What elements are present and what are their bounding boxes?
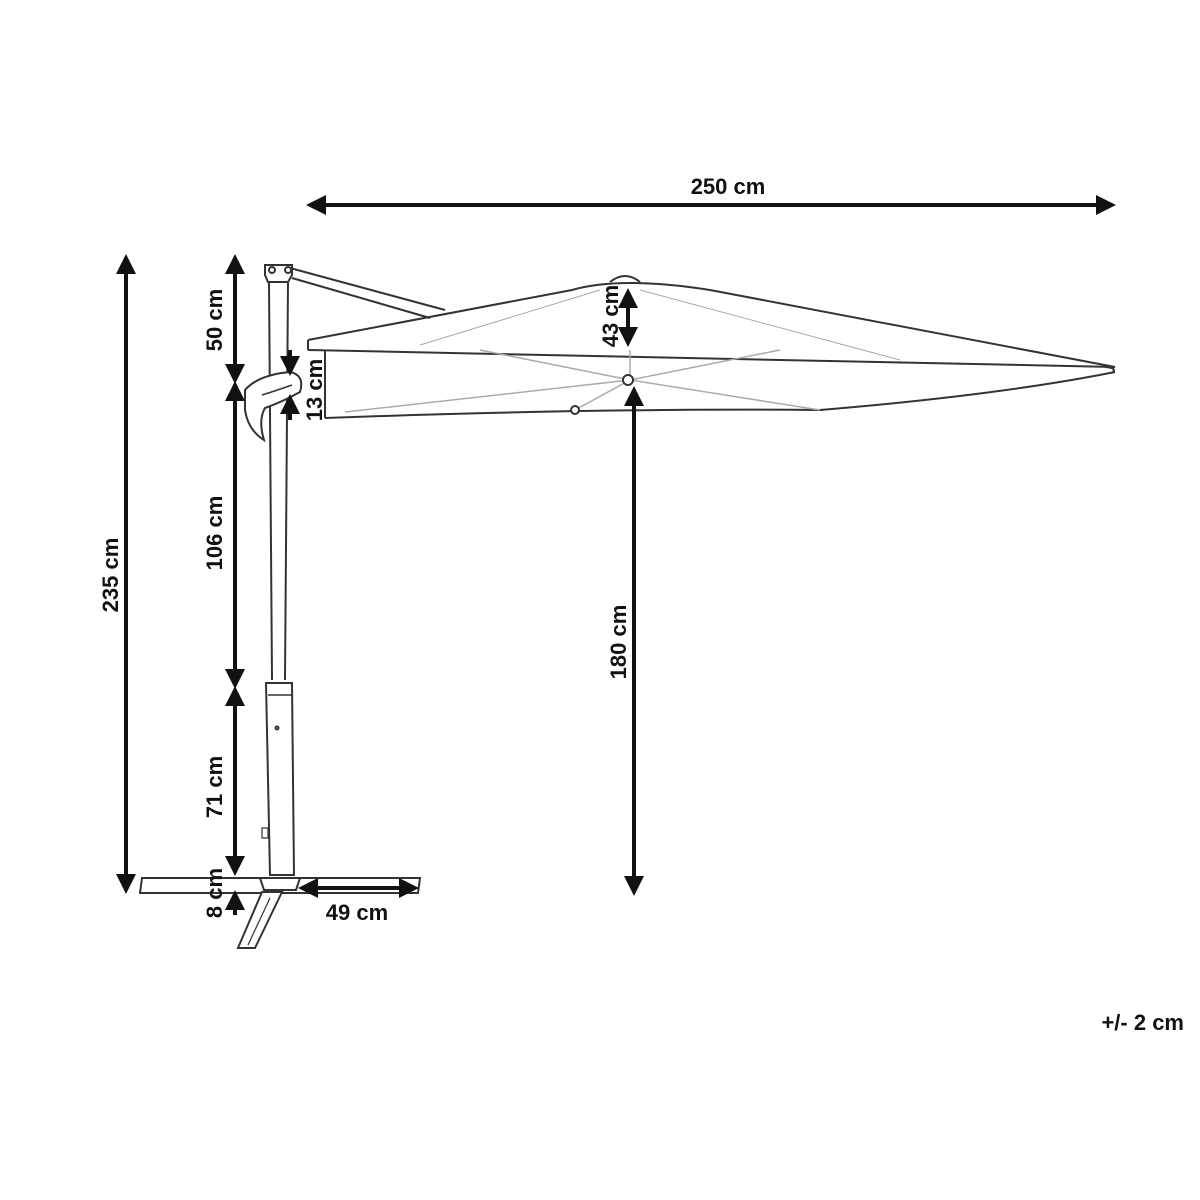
- tolerance-note: +/- 2 cm: [1101, 1010, 1184, 1035]
- top-section-label: 50 cm: [202, 289, 227, 351]
- pole: [244, 264, 446, 876]
- middle-section-label: 106 cm: [202, 496, 227, 571]
- lower-section-label: 71 cm: [202, 756, 227, 818]
- base-arm-label: 49 cm: [326, 900, 388, 925]
- total-height-label: 235 cm: [98, 538, 123, 613]
- crank-offset-label: 13 cm: [302, 359, 327, 421]
- base-height-label: 8 cm: [202, 868, 227, 918]
- canopy: [307, 275, 1116, 419]
- clearance-height-label: 180 cm: [606, 605, 631, 680]
- canopy-depth-label: 43 cm: [598, 285, 623, 347]
- canopy-width-label: 250 cm: [691, 174, 766, 199]
